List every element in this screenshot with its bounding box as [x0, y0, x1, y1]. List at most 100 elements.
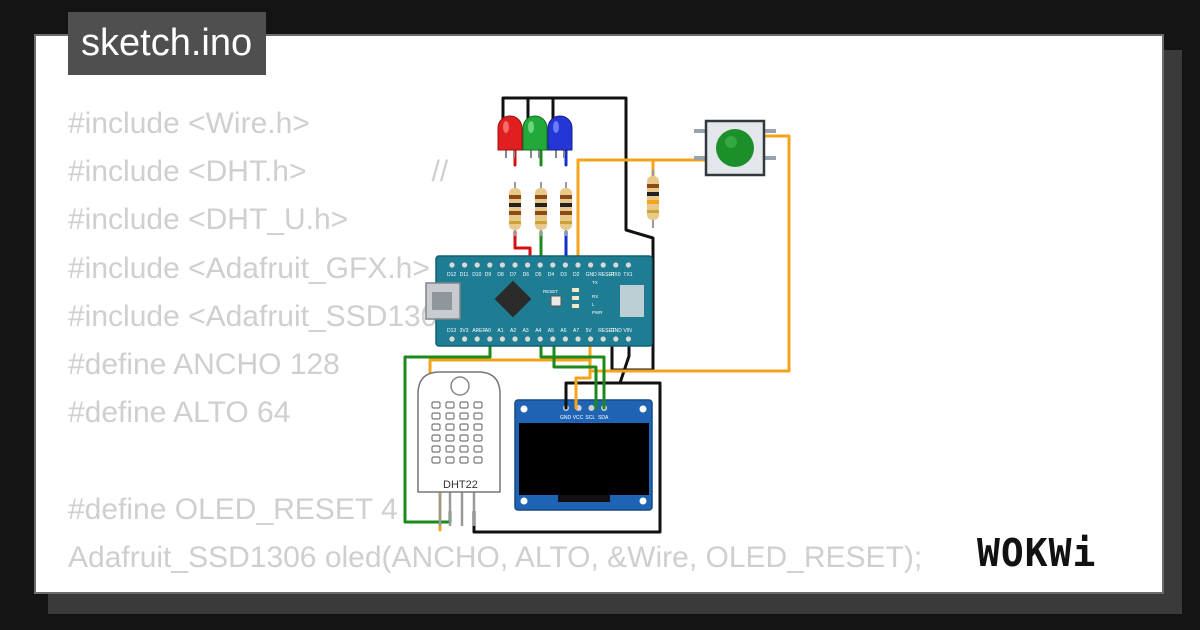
arduino-pin[interactable] [588, 336, 594, 342]
grille-slot [431, 401, 441, 409]
arduino-pin[interactable] [525, 262, 531, 268]
arduino-pin-label: D13 [447, 328, 456, 334]
grille-slot [445, 423, 455, 431]
arduino-pin-label: D3 [560, 272, 567, 278]
oled-pin-label: GND [560, 415, 572, 421]
led-label-pwr: PWR [592, 310, 603, 315]
code-line: #include <DHT.h> // [68, 155, 449, 189]
grille-slot [459, 423, 469, 431]
arduino-pin[interactable] [449, 262, 455, 268]
wire-black-oled-gnd [472, 338, 662, 534]
wire-green-oled-sda [539, 337, 606, 410]
wokwi-logo-text: WOKWi [977, 531, 1096, 575]
led-red[interactable] [497, 115, 523, 158]
arduino-pin[interactable] [525, 336, 531, 342]
code-line: #include <Adafruit_GFX.h> [68, 251, 430, 285]
arduino-pin-label: D7 [510, 272, 517, 278]
arduino-pin-label: 3V3 [460, 328, 469, 334]
arduino-pin-label: RESET [598, 328, 615, 334]
file-name-tab[interactable]: sketch.ino [68, 12, 267, 75]
arduino-pin[interactable] [562, 336, 569, 342]
arduino-pin-label: D11 [460, 272, 469, 278]
arduino-pin[interactable] [550, 336, 556, 342]
arduino-pin[interactable] [487, 336, 493, 342]
arduino-pin[interactable] [499, 336, 505, 342]
arduino-pin-label: AREF [472, 328, 485, 334]
oled-pin[interactable] [588, 405, 595, 411]
led-label-tx: TX [592, 280, 598, 285]
code-line: #include <DHT_U.h> [68, 203, 349, 237]
arduino-pin-label: GND [611, 328, 623, 334]
arduino-pin-label: TX1 [623, 272, 632, 278]
arduino-pin[interactable] [550, 262, 556, 268]
wokwi-logo: WOKWi [977, 531, 1096, 575]
arduino-pin[interactable] [537, 336, 543, 342]
arduino-pin-label: A7 [573, 328, 579, 334]
wire-orange-oled-vcc [574, 346, 592, 410]
arduino-pin-label: GND [586, 272, 598, 278]
arduino-pin-label: A6 [560, 328, 566, 334]
arduino-pin-label: A2 [510, 328, 516, 334]
arduino-pin[interactable] [625, 262, 632, 268]
oled-pin-label: VCC [573, 415, 584, 421]
grille-slot [445, 445, 455, 453]
grille-slot [431, 412, 441, 420]
grille-slot [473, 445, 483, 453]
grille-slot [459, 434, 469, 442]
arduino-pin[interactable] [625, 336, 632, 342]
arduino-pin[interactable] [487, 262, 493, 268]
arduino-pin[interactable] [600, 336, 606, 342]
arduino-pin[interactable] [588, 262, 594, 268]
grille-slot [459, 401, 469, 409]
resistor-pullup[interactable] [647, 170, 659, 228]
arduino-pin[interactable] [462, 336, 468, 342]
grille-slot [431, 423, 441, 431]
arduino-pin-label: D4 [548, 272, 555, 278]
grille-slot [473, 401, 483, 409]
arduino-pin[interactable] [575, 262, 581, 268]
wire-green-oled-scl [552, 337, 598, 410]
dht22-sensor[interactable]: DHT22 [417, 371, 501, 526]
arduino-pin-label: D10 [472, 272, 481, 278]
oled-pin-label: SDA [598, 415, 609, 421]
arduino-pin-label: D6 [523, 272, 530, 278]
arduino-pin[interactable] [474, 336, 480, 342]
grille-slot [445, 456, 455, 464]
arduino-pin[interactable] [512, 262, 518, 268]
arduino-pin-label: D12 [447, 272, 456, 278]
oled-pin-label: SCL [585, 415, 595, 421]
arduino-pin[interactable] [512, 336, 518, 342]
push-button[interactable] [694, 119, 776, 177]
arduino-pin[interactable] [613, 336, 619, 342]
arduino-pin[interactable] [499, 262, 505, 268]
arduino-pin-label: RX0 [611, 272, 621, 278]
arduino-pin[interactable] [600, 262, 606, 268]
grille-slot [431, 445, 441, 453]
arduino-pin[interactable] [537, 262, 543, 268]
arduino-pin[interactable] [462, 262, 468, 268]
grille-slot [473, 412, 483, 420]
resistor-3[interactable] [560, 182, 572, 236]
arduino-pin[interactable] [449, 336, 455, 342]
arduino-top-pins [449, 262, 632, 268]
usb-connector [425, 282, 461, 320]
resistor-2[interactable] [535, 182, 547, 236]
arduino-pin[interactable] [562, 262, 569, 268]
led-green[interactable] [522, 115, 548, 158]
led-label-l: L [592, 302, 595, 307]
grille-slot [473, 423, 483, 431]
grille-slot [459, 456, 469, 464]
resistor-1[interactable] [509, 182, 521, 236]
arduino-pin-label: A3 [523, 328, 529, 334]
arduino-pin[interactable] [575, 336, 581, 342]
code-line: #include <Wire.h> [68, 107, 310, 140]
arduino-pin-label: VIN [623, 328, 632, 334]
arduino-pin[interactable] [613, 262, 619, 268]
grille-slot [473, 456, 483, 464]
arduino-pin[interactable] [474, 262, 480, 268]
led-blue[interactable] [547, 115, 573, 158]
